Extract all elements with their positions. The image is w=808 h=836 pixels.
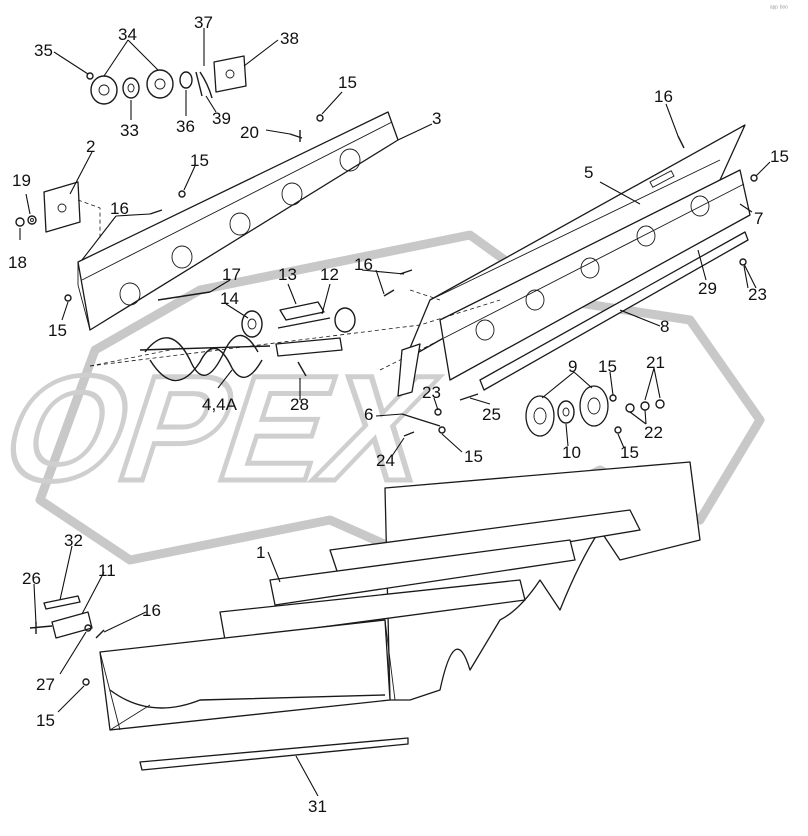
- callout-25: 25: [482, 405, 501, 424]
- part-14-bearing: [241, 310, 263, 338]
- part-33-bearing: [122, 77, 140, 99]
- part-38-plate: [213, 55, 247, 93]
- callout-10: 10: [562, 443, 581, 462]
- callout-11: 11: [98, 561, 116, 580]
- part-18-nut: [15, 217, 25, 227]
- bearing-assembly-top: [86, 55, 247, 105]
- callout-28: 28: [290, 395, 309, 414]
- callout-14: 14: [220, 289, 239, 308]
- part-10-bearing: [557, 400, 575, 424]
- callout-labels: 35 34 37 38 33 36 39 15 3 20 2 15 19 16 …: [8, 13, 789, 816]
- callout-21: 21: [646, 353, 665, 372]
- part-2-bracket: [43, 181, 101, 240]
- callout-4-4a: 4,4A: [202, 395, 238, 414]
- callout-16-c: 16: [354, 255, 373, 274]
- callout-15-e: 15: [598, 357, 617, 376]
- callout-35: 35: [34, 41, 53, 60]
- callout-9: 9: [568, 357, 577, 376]
- callout-15-b: 15: [190, 151, 209, 170]
- part-9-flange-right: [579, 385, 609, 427]
- callout-39: 39: [212, 109, 231, 128]
- watermark-logo: OPEX: [0, 230, 765, 565]
- callout-22: 22: [644, 423, 663, 442]
- callout-15-h: 15: [36, 711, 55, 730]
- callout-1: 1: [256, 543, 265, 562]
- callout-2: 2: [86, 137, 95, 156]
- callout-8: 8: [660, 317, 669, 336]
- callout-26: 26: [22, 569, 41, 588]
- part-27-nut: [84, 624, 92, 632]
- callout-16-d: 16: [142, 601, 161, 620]
- callout-15-a: 15: [338, 73, 357, 92]
- part-9-flange-left: [525, 395, 555, 437]
- part-34-flange-right: [146, 69, 174, 99]
- callout-27: 27: [36, 675, 55, 694]
- callout-16-b: 16: [654, 87, 673, 106]
- callout-12: 12: [320, 265, 339, 284]
- part-31-strip: [139, 737, 409, 771]
- part-4-auger: [139, 334, 271, 382]
- part-28-key: [297, 361, 307, 377]
- callout-33: 33: [120, 121, 139, 140]
- part-35-nut: [86, 72, 94, 80]
- part-13-plate: [279, 301, 325, 321]
- part-19-washer: [27, 215, 37, 225]
- callout-6: 6: [364, 405, 373, 424]
- part-12-strip: [277, 317, 331, 329]
- part-17-bolt: [157, 291, 211, 301]
- callout-17: 17: [222, 265, 241, 284]
- callout-15-d: 15: [48, 321, 67, 340]
- part-21-nut-b: [655, 399, 665, 409]
- callout-29: 29: [698, 279, 717, 298]
- callout-20: 20: [240, 123, 259, 142]
- part-21-nut-a: [640, 401, 650, 411]
- hardware-bolts: [64, 114, 758, 686]
- part-4a-bearing: [334, 307, 356, 333]
- part-34-flange-left: [90, 75, 118, 105]
- callout-18: 18: [8, 253, 27, 272]
- bearing-assembly-lower: [525, 385, 665, 437]
- leader-lines: [19, 28, 771, 797]
- part-26-bolt: [29, 622, 53, 634]
- watermark-text: OPEX: [0, 345, 455, 513]
- coupling-shaft: [275, 337, 343, 357]
- callout-31: 31: [308, 797, 327, 816]
- callout-15-f: 15: [620, 443, 639, 462]
- part-22-washer: [625, 403, 635, 413]
- callout-23-a: 23: [748, 285, 767, 304]
- callout-32: 32: [64, 531, 83, 550]
- part-6-bracket: [397, 343, 441, 427]
- part-39-pin: [195, 71, 213, 99]
- part-7-side-panel: [439, 169, 751, 381]
- callout-5: 5: [584, 163, 593, 182]
- callout-15-g: 15: [464, 447, 483, 466]
- corner-mark: ᵃᵖᵖ ᵇᵒᵒ: [770, 5, 788, 12]
- part-36-collar: [179, 71, 193, 89]
- callout-37: 37: [194, 13, 213, 32]
- part-32-strip: [43, 595, 81, 610]
- callout-13: 13: [278, 265, 297, 284]
- callout-23-b: 23: [422, 383, 441, 402]
- callout-36: 36: [176, 117, 195, 136]
- callout-16-a: 16: [110, 199, 129, 218]
- part-1-trough: [99, 461, 701, 731]
- callout-34: 34: [118, 25, 137, 44]
- part-8-bar: [479, 231, 749, 391]
- callout-3: 3: [432, 109, 441, 128]
- callout-7: 7: [754, 209, 763, 228]
- callout-19: 19: [12, 171, 31, 190]
- callout-15-c: 15: [770, 147, 789, 166]
- callout-24: 24: [376, 451, 395, 470]
- callout-38: 38: [280, 29, 299, 48]
- assembly-outline: [89, 289, 501, 371]
- part-25-bolt: [459, 393, 479, 401]
- part-11-bracket: [51, 611, 93, 639]
